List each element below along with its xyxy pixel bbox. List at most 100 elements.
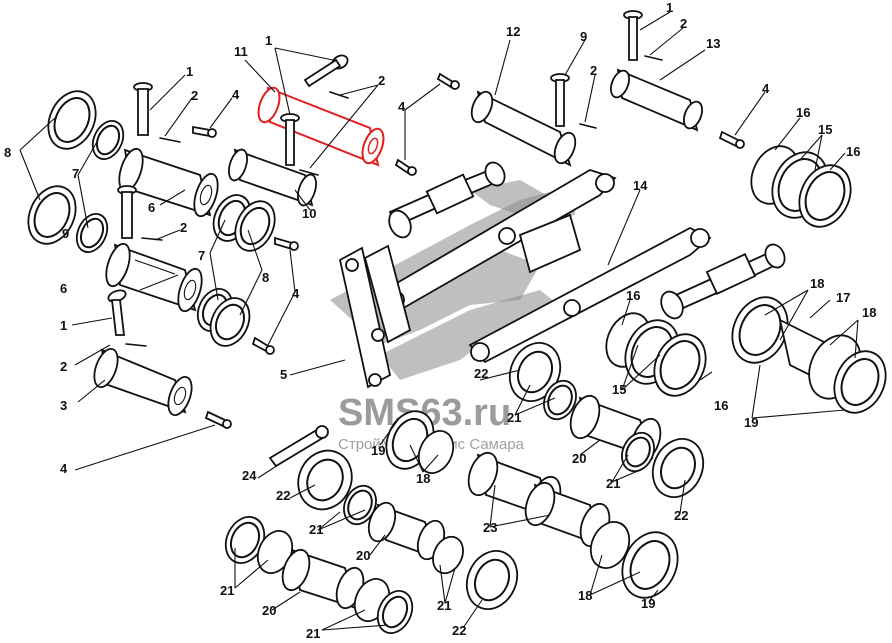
- callout-2: 2: [378, 73, 385, 88]
- ring-stack-15-16-mid: [605, 312, 707, 397]
- callout-11: 11: [234, 44, 248, 59]
- callout-14: 14: [633, 178, 648, 193]
- ring-21-bottom-left: [224, 516, 294, 574]
- callout-8: 8: [262, 270, 269, 285]
- leader-lines: [19, 11, 859, 631]
- cotter-2-e: [299, 169, 319, 176]
- callout-19: 19: [371, 443, 385, 458]
- callout-18: 18: [810, 276, 824, 291]
- callout-7: 7: [72, 166, 79, 181]
- callout-6: 6: [60, 281, 67, 296]
- callout-21: 21: [309, 522, 323, 537]
- ring-7-upper-left: [91, 120, 125, 160]
- ring-8-center: [234, 200, 276, 252]
- pin-1-left-upper: [133, 82, 153, 136]
- pin-13: [610, 68, 703, 132]
- washer-24: [268, 425, 329, 468]
- bushing-23-b: [524, 481, 611, 548]
- hydraulic-cylinder-upper: [388, 161, 506, 239]
- callout-2: 2: [590, 63, 597, 78]
- lever-5: [338, 244, 412, 389]
- callout-15: 15: [612, 382, 626, 397]
- callout-8: 8: [4, 145, 11, 160]
- callout-21: 21: [507, 410, 521, 425]
- callout-2: 2: [180, 220, 187, 235]
- callout-22: 22: [452, 623, 466, 638]
- callout-18: 18: [416, 471, 430, 486]
- callout-12: 12: [506, 24, 520, 39]
- callout-1: 1: [60, 318, 67, 333]
- callout-4: 4: [232, 87, 240, 102]
- callout-2: 2: [680, 16, 687, 31]
- pin-9-top: [550, 73, 570, 127]
- ring-21-a: [543, 379, 577, 421]
- callout-10: 10: [302, 206, 316, 221]
- ring-7-lower-left: [75, 213, 109, 253]
- cotter-2-d: [329, 91, 349, 99]
- cotter-2-b: [141, 237, 163, 241]
- bushing-6-upper: [118, 147, 219, 218]
- callout-21: 21: [220, 583, 234, 598]
- grease-fitting-4-e: [394, 158, 417, 176]
- callout-4: 4: [60, 461, 68, 476]
- bracket-center: [498, 213, 582, 274]
- ring-21-b: [621, 431, 655, 473]
- pin-1-center: [280, 113, 300, 166]
- ring-21-c: [343, 484, 377, 526]
- callout-19: 19: [744, 415, 758, 430]
- callout-21: 21: [606, 476, 620, 491]
- ring-22-c: [297, 449, 353, 511]
- ring-21-d: [432, 535, 464, 575]
- callout-2: 2: [191, 88, 198, 103]
- pin-1-top-right: [623, 10, 643, 61]
- pin-10: [228, 148, 317, 207]
- callout-16: 16: [626, 288, 640, 303]
- callout-22: 22: [474, 366, 488, 381]
- ring-stack-17-18-19: [731, 296, 887, 414]
- bushing-6-lower: [105, 242, 203, 313]
- cotter-2-c: [125, 343, 147, 347]
- callout-9: 9: [580, 29, 587, 44]
- callout-19: 19: [641, 596, 655, 611]
- hydraulic-cylinder-right: [660, 243, 786, 320]
- callout-1: 1: [666, 0, 673, 15]
- cotter-2-f: [644, 55, 663, 61]
- ring-8-center-lower: [209, 297, 251, 347]
- callout-3: 3: [60, 398, 67, 413]
- callout-2: 2: [60, 359, 67, 374]
- pin-11-highlighted: [257, 86, 385, 167]
- callout-16: 16: [714, 398, 728, 413]
- ring-22-d: [465, 550, 519, 610]
- pin-1-left-lower: [107, 289, 127, 336]
- bushing-3: [93, 347, 193, 417]
- grease-fitting-4-f: [436, 72, 460, 90]
- grease-fitting-4-d: [204, 410, 232, 429]
- grease-fitting-4-c: [251, 336, 275, 355]
- pin-12: [470, 90, 577, 167]
- callout-4: 4: [292, 286, 300, 301]
- ring-8-lower-left: [27, 185, 77, 245]
- callout-4: 4: [762, 81, 770, 96]
- callout-16: 16: [846, 144, 860, 159]
- callout-22: 22: [674, 508, 688, 523]
- callout-7: 7: [198, 248, 205, 263]
- callout-9: 9: [62, 226, 69, 241]
- grease-fitting-4-a: [192, 125, 217, 138]
- callout-18: 18: [862, 305, 876, 320]
- ring-22-b: [651, 438, 705, 498]
- ring-stack-15-16-top: [750, 145, 852, 228]
- cotter-2-g: [579, 123, 597, 129]
- ring-19-18-mid: [385, 410, 455, 474]
- callout-1: 1: [186, 64, 193, 79]
- callout-23: 23: [483, 520, 497, 535]
- callout-5: 5: [280, 367, 287, 382]
- grease-fitting-4-b: [274, 236, 299, 251]
- callout-17: 17: [836, 290, 850, 305]
- callout-16: 16: [796, 105, 810, 120]
- grease-fitting-4-g: [718, 130, 745, 149]
- callout-6: 6: [148, 200, 155, 215]
- ring-18-19-bottom-right: [589, 521, 679, 599]
- callout-18: 18: [578, 588, 592, 603]
